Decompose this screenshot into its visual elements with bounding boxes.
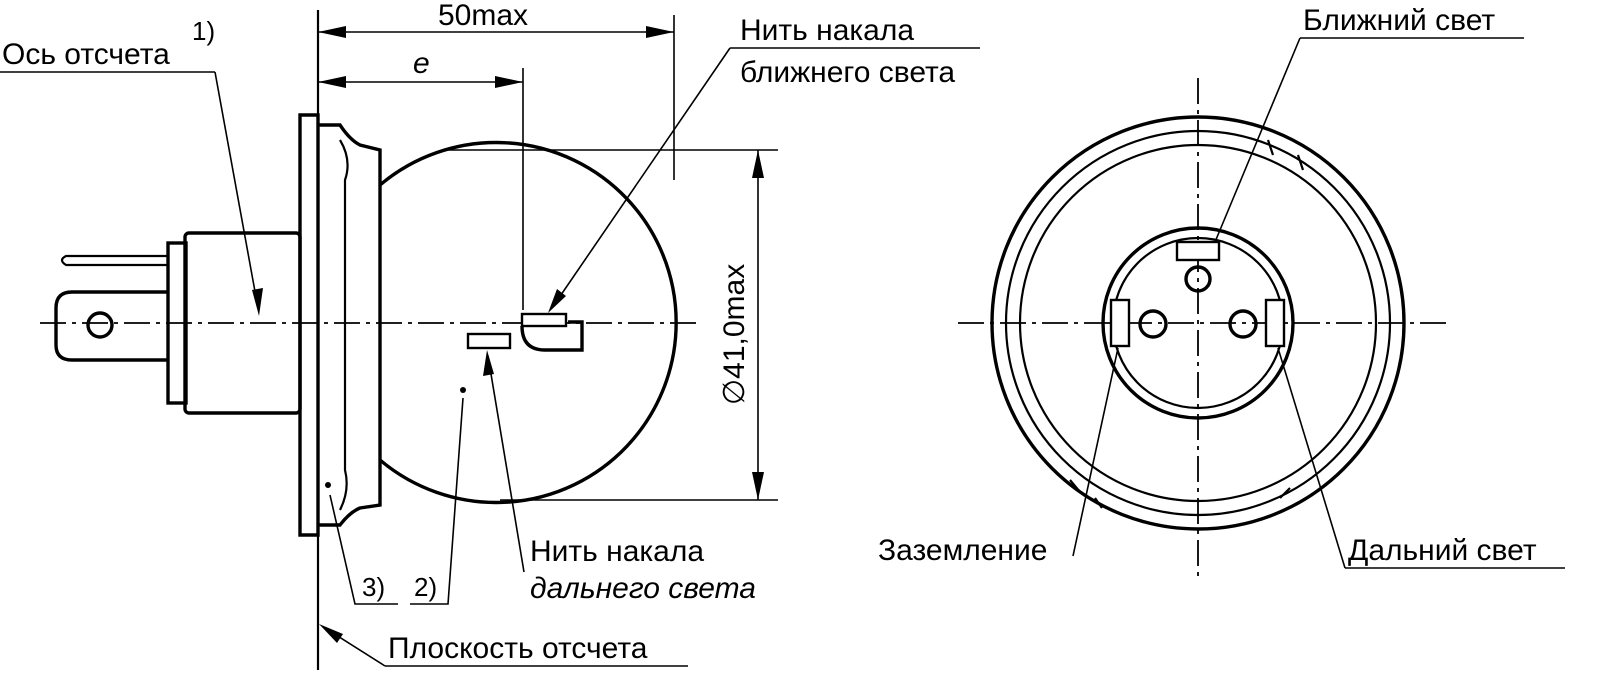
rim-notch-bottom-left (1069, 479, 1103, 509)
top-contact (1175, 240, 1221, 262)
low-filament-leader-arrow (548, 289, 566, 313)
dim-50-arrow-left (318, 26, 346, 38)
dim-50-label: 50max (438, 0, 528, 32)
glass-bulb (378, 140, 678, 505)
left-pin-hole (1138, 309, 1168, 339)
rim-circle-2 (1004, 129, 1392, 517)
note-2-label: 2) (414, 572, 437, 602)
dim-e-arrow-left (318, 76, 346, 88)
high-beam-leader (1277, 347, 1346, 569)
rim-notch-top-right (1266, 139, 1305, 171)
ground-leader (1072, 347, 1119, 557)
base-collar (318, 123, 382, 527)
low-beam-shield (520, 320, 584, 352)
rim-circle-3 (1018, 143, 1378, 503)
socket-outer-circle (1101, 226, 1295, 420)
dim-50-arrow-right (646, 26, 674, 38)
rim-notch-bottom-right (1279, 487, 1291, 499)
ref-plane-leader-arrow (319, 624, 343, 643)
base-flange (298, 113, 320, 537)
high-filament-label-1: Нить накала (530, 535, 704, 568)
bulb-dot (460, 387, 466, 393)
ref-axis-note: 1) (192, 16, 215, 46)
ground-label: Заземление (878, 534, 1047, 567)
note-3-label: 3) (362, 572, 385, 602)
side-view: 50max e ∅41,0max Ось отсчета 1) Нить нак… (0, 0, 980, 670)
low-beam-label: Ближний свет (1303, 4, 1495, 37)
low-beam-filament (520, 312, 568, 328)
dim-diam-label: ∅41,0max (718, 264, 751, 405)
collar-inner-line (339, 139, 349, 511)
high-filament-label-2: дальнего света (530, 572, 756, 605)
front-view: Ближний свет Заземление Дальний свет (878, 4, 1565, 580)
terminal-blade (54, 290, 168, 362)
note-3-leader (329, 494, 398, 605)
dim-diam-arrow-top (752, 150, 764, 178)
dim-diam-arrow-bottom (752, 472, 764, 500)
terminal-hole (86, 311, 114, 339)
low-beam-leader (1214, 37, 1301, 243)
note-2-leader (410, 397, 464, 605)
high-filament-leader (487, 355, 525, 573)
ref-axis-leader (214, 71, 259, 309)
right-contact (1264, 298, 1286, 348)
high-beam-filament (466, 332, 512, 350)
left-contact (1109, 298, 1131, 348)
top-pin-hole (1184, 265, 1212, 293)
dim-e-label: e (413, 47, 430, 80)
right-pin-hole (1228, 309, 1258, 339)
high-filament-leader-arrow (483, 350, 494, 376)
low-filament-label-2: ближнего света (740, 56, 955, 89)
high-beam-label: Дальний свет (1348, 534, 1537, 567)
flange-dot (325, 482, 331, 488)
base-ring (166, 241, 188, 405)
low-filament-leader (551, 47, 731, 309)
low-filament-label-1: Нить накала (740, 14, 914, 47)
ref-plane-label: Плоскость отсчета (388, 632, 648, 665)
outer-rim-circle (990, 115, 1406, 531)
dim-e-arrow-right (495, 76, 523, 88)
ref-axis-label: Ось отсчета (2, 38, 170, 71)
terminal-pin-thin (60, 254, 168, 267)
ref-axis-leader-arrow (252, 288, 263, 316)
